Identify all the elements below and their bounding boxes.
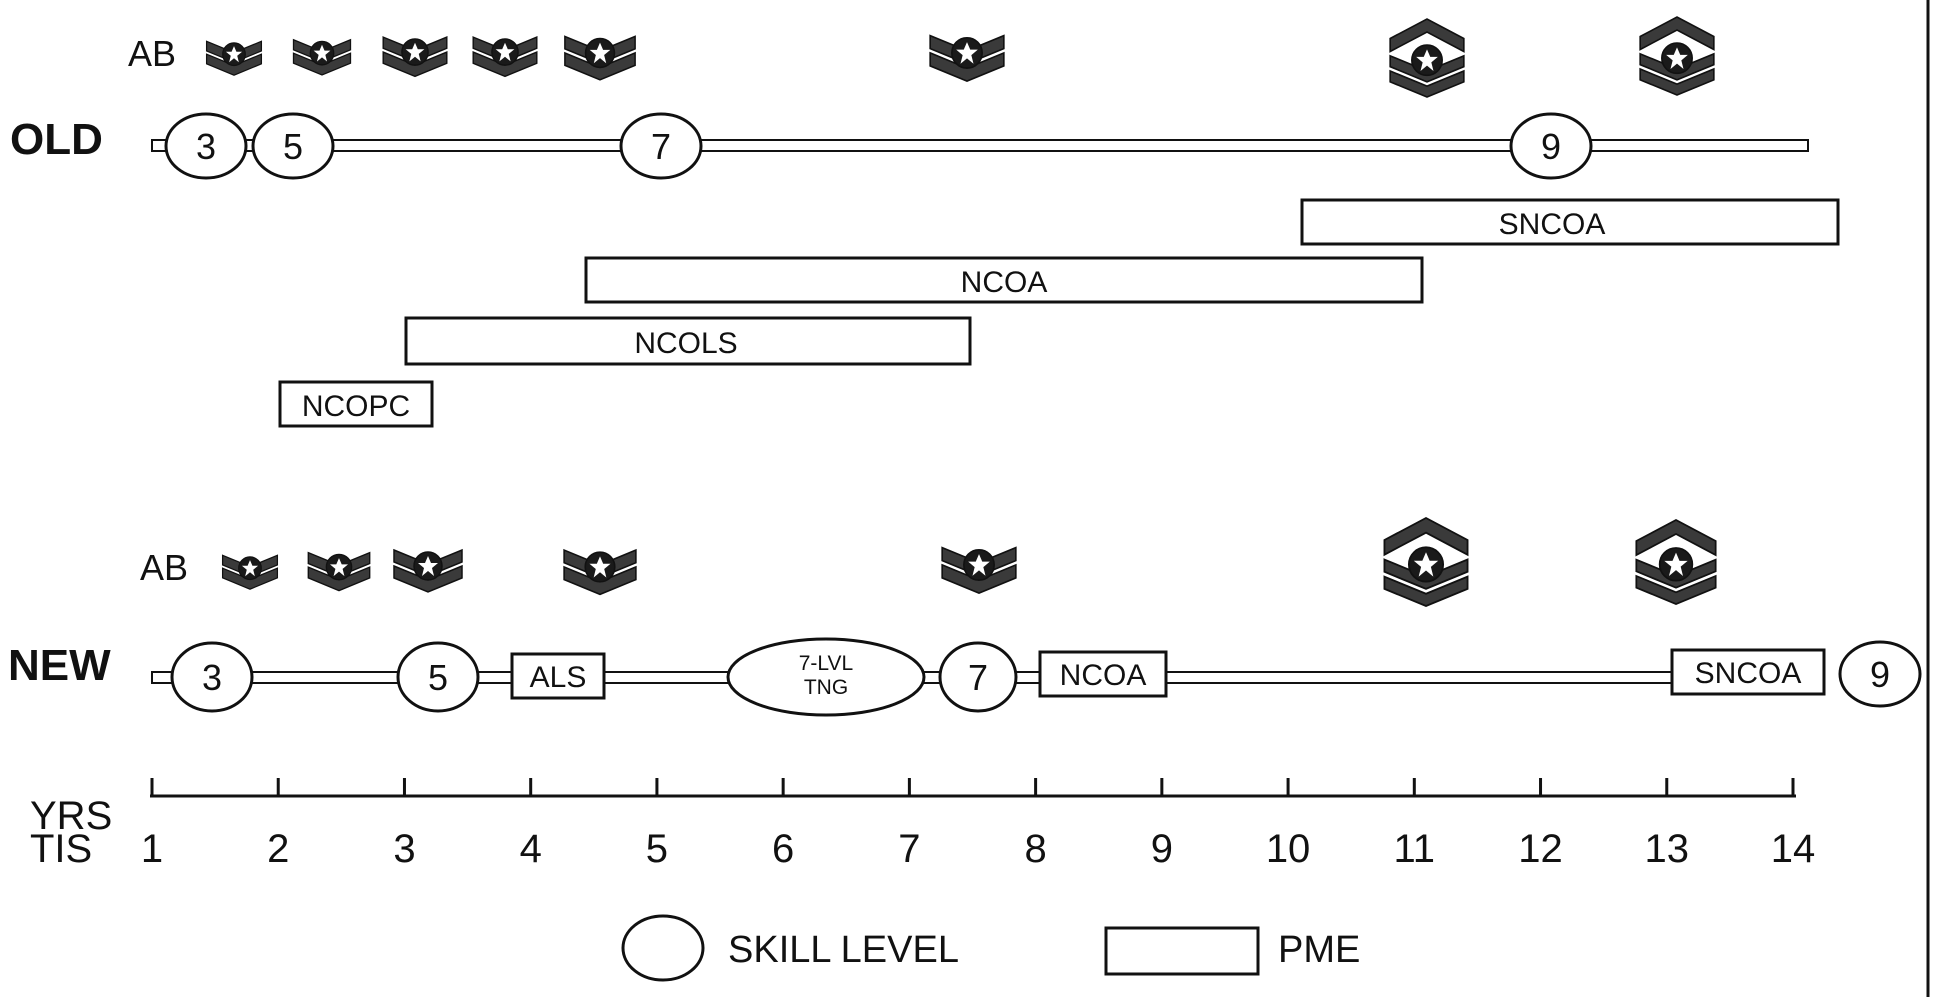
old-pme-ncols-label: NCOLS [634,327,737,360]
new-ab-label: AB [140,547,188,588]
axis-tick-label-4: 4 [520,827,542,871]
legend-skill-level-label: SKILL LEVEL [728,929,959,971]
axis-tick-label-6: 6 [772,827,794,871]
old-skill-level-9 [1509,112,1593,180]
insignia-airman-icon [221,554,279,590]
new-skill-level-9 [1838,640,1922,708]
insignia-sergeant-icon [472,36,538,78]
axis-tick-label-8: 8 [1024,827,1046,871]
axis-tick-label-11: 11 [1394,827,1436,871]
old-ab-label: AB [128,33,176,74]
insignia-airman-icon [205,40,263,76]
new-label: NEW [8,641,111,690]
new-pme-als-label: ALS [530,661,587,694]
old-skill-level-3 [164,112,248,180]
insignia-senior-master-sergeant-icon [1639,16,1715,96]
new-pme-boxes: ALS NCOA SNCOA [510,648,1826,700]
axis-tick-label-12: 12 [1518,827,1563,871]
axis-label-yrs: YRS [30,794,112,838]
insignia-master-sergeant-icon [1389,18,1465,98]
old-label: OLD [10,115,103,164]
axis-tick-label-3: 3 [393,827,415,871]
new-pme-ncoa-label: NCOA [1060,659,1147,692]
axis-tick-label-14: 14 [1771,827,1816,871]
axis-tick-label-13: 13 [1645,827,1690,871]
old-pme-ncopc-label: NCOPC [302,390,410,423]
insignia-senior-master-sergeant-icon [1635,518,1717,606]
new-skill-levels: 3 5 7 9 [170,640,1922,713]
axis-tick-label-1: 1 [141,827,163,871]
new-skill-level-5-label: 5 [428,657,448,698]
old-pme-bars: SNCOA NCOA NCOLS NCOPC [278,198,1840,428]
axis-tick-label-9: 9 [1151,827,1173,871]
insignia-airman-first-class-icon [292,38,352,76]
new-rank-insignia [221,517,1717,607]
axis-tick-label-2: 2 [267,827,289,871]
axis-tick-label-7: 7 [898,827,920,871]
new-training-line-1: 7-LVL [799,652,853,675]
insignia-senior-airman-icon [382,36,448,78]
old-skill-level-9-label: 9 [1541,126,1561,167]
new-7-level-training [726,637,926,717]
new-pme-sncoa [1670,648,1826,696]
insignia-staff-sergeant-icon [563,549,637,596]
new-pme-sncoa-label: SNCOA [1695,657,1802,690]
old-skill-level-3-label: 3 [196,126,216,167]
new-training: 7-LVL TNG [726,637,926,717]
new-skill-level-7-label: 7 [968,657,988,698]
insignia-technical-sergeant-icon [941,546,1017,594]
old-pme-ncopc [278,380,434,428]
axis-tick-label-5: 5 [646,827,668,871]
new-skill-level-3 [170,641,254,713]
new-skill-level-9-label: 9 [1870,654,1890,695]
insignia-staff-sergeant-icon [564,35,636,81]
old-pme-ncoa-label: NCOA [961,266,1048,299]
old-pme-sncoa [1300,198,1840,246]
legend-skill-level-swatch [621,914,705,982]
axis-tick-label-10: 10 [1266,827,1311,871]
old-pme-ncols [404,316,972,366]
old-skill-level-7-label: 7 [651,126,671,167]
legend: SKILL LEVEL PME [621,914,1360,982]
new-pme-als [510,652,606,700]
legend-pme-label: PME [1278,929,1360,971]
old-skill-level-7 [619,112,703,180]
axis-label-tis: TIS [30,827,92,871]
insignia-technical-sergeant-icon [929,34,1005,82]
old-skill-levels: 3 5 7 9 [164,112,1593,180]
old-skill-level-5 [251,112,335,180]
new-skill-level-5 [396,641,480,713]
insignia-senior-airman-icon [393,549,463,593]
new-skill-level-7 [938,641,1018,713]
insignia-master-sergeant-icon [1383,517,1469,607]
insignia-airman-first-class-icon [307,551,371,592]
old-skill-level-5-label: 5 [283,126,303,167]
new-skill-level-3-label: 3 [202,657,222,698]
old-rank-insignia [205,16,1715,98]
legend-pme-swatch [1104,926,1260,976]
old-pme-ncoa [584,256,1424,304]
new-pme-ncoa [1038,650,1168,698]
old-pme-sncoa-label: SNCOA [1499,208,1606,241]
new-training-line-2: TNG [804,676,848,699]
old-timeline-track [151,139,1809,152]
